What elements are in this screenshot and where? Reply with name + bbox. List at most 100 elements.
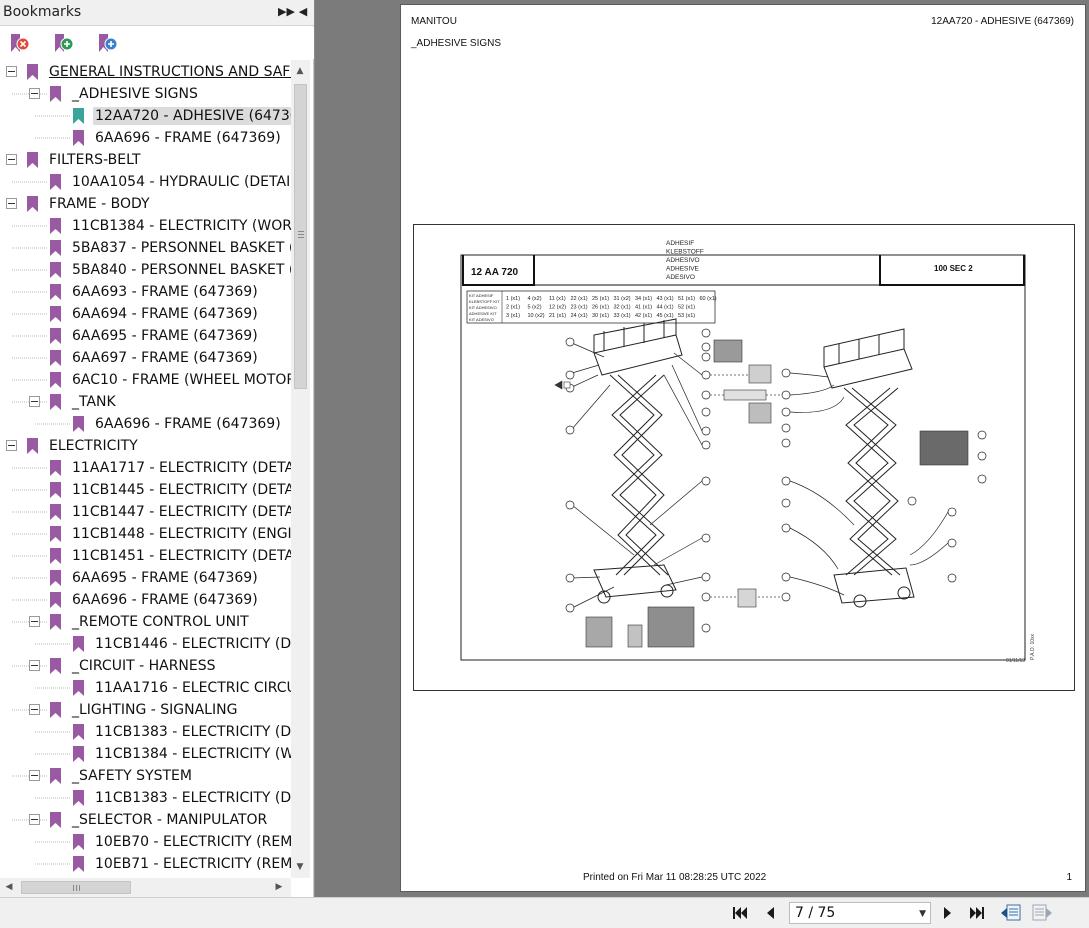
bookmark-icon[interactable] [49, 569, 62, 587]
bookmark-icon[interactable] [72, 129, 85, 147]
bookmark-icon[interactable] [72, 745, 85, 763]
bookmark-item[interactable]: 11AA1717 - ELECTRICITY (DETAIL) [0, 457, 291, 479]
bookmark-item[interactable]: _SAFETY SYSTEM [0, 765, 291, 787]
bookmark-icon[interactable] [72, 107, 85, 125]
bookmark-item[interactable]: 11CB1383 - ELECTRICITY (DETAIL) [0, 721, 291, 743]
bookmark-label[interactable]: _LIGHTING - SIGNALING [72, 702, 238, 718]
bookmark-label[interactable]: FRAME - BODY [49, 196, 150, 212]
bookmark-item[interactable]: 11CB1447 - ELECTRICITY (DETAIL) [0, 501, 291, 523]
bookmark-label[interactable]: 5BA840 - PERSONNEL BASKET (647369) [72, 262, 291, 278]
bookmark-icon[interactable] [72, 679, 85, 697]
bookmark-item[interactable]: _CIRCUIT - HARNESS [0, 655, 291, 677]
collapse-toggle-icon[interactable] [29, 704, 40, 715]
bookmark-icon[interactable] [49, 701, 62, 719]
bookmark-icon[interactable] [49, 591, 62, 609]
delete-bookmark-icon[interactable] [9, 33, 31, 55]
collapse-toggle-icon[interactable] [6, 198, 17, 209]
scroll-down-arrow-icon[interactable]: ▼ [296, 862, 304, 872]
bookmark-icon[interactable] [49, 371, 62, 389]
bookmark-item[interactable]: 10EB70 - ELECTRICITY (REMOTE) [0, 831, 291, 853]
bookmark-icon[interactable] [49, 811, 62, 829]
bookmark-icon[interactable] [72, 635, 85, 653]
bookmarks-vertical-scrollbar[interactable]: ▲ ▼ [291, 60, 310, 878]
bookmark-item[interactable]: 6AA696 - FRAME (647369) [0, 413, 291, 435]
bookmark-label[interactable]: 11CB1383 - ELECTRICITY (DETAIL) [95, 790, 291, 806]
collapse-toggle-icon[interactable] [29, 616, 40, 627]
bookmark-item[interactable]: 11CB1451 - ELECTRICITY (DETAIL) [0, 545, 291, 567]
chevron-down-icon[interactable]: ▼ [919, 909, 926, 919]
bookmark-item[interactable]: 10AA1054 - HYDRAULIC (DETAIL) [0, 171, 291, 193]
new-bookmark-icon[interactable] [53, 33, 75, 55]
bookmark-label[interactable]: 10AA1054 - HYDRAULIC (DETAIL) [72, 174, 291, 190]
bookmark-item[interactable]: 5BA840 - PERSONNEL BASKET (647369) [0, 259, 291, 281]
bookmark-label[interactable]: GENERAL INSTRUCTIONS AND SAFETY [49, 64, 291, 80]
bookmark-label[interactable]: 6AA695 - FRAME (647369) [72, 328, 258, 344]
bookmark-icon[interactable] [49, 305, 62, 323]
bookmark-label[interactable]: 10EB70 - ELECTRICITY (REMOTE) [95, 834, 291, 850]
bookmark-icon[interactable] [72, 415, 85, 433]
bookmark-item[interactable]: 11CB1445 - ELECTRICITY (DETAIL) [0, 479, 291, 501]
bookmark-label[interactable]: 6AA693 - FRAME (647369) [72, 284, 258, 300]
bookmark-icon[interactable] [26, 195, 39, 213]
bookmark-icon[interactable] [26, 63, 39, 81]
last-page-button[interactable] [968, 904, 986, 922]
bookmark-icon[interactable] [49, 173, 62, 191]
collapse-toggle-icon[interactable] [29, 814, 40, 825]
bookmark-label[interactable]: 10EB71 - ELECTRICITY (REMOTE) [95, 856, 291, 872]
bookmark-item[interactable]: 12AA720 - ADHESIVE (647369) [0, 105, 291, 127]
bookmark-label[interactable]: 6AA696 - FRAME (647369) [95, 130, 281, 146]
collapse-toggle-icon[interactable] [6, 440, 17, 451]
bookmark-item[interactable]: 6AC10 - FRAME (WHEEL MOTOR) [0, 369, 291, 391]
bookmark-icon[interactable] [49, 327, 62, 345]
bookmark-icon[interactable] [26, 151, 39, 169]
bookmark-label[interactable]: 11CB1448 - ELECTRICITY (ENGINE) [72, 526, 291, 542]
bookmark-icon[interactable] [49, 503, 62, 521]
bookmark-label[interactable]: 11CB1383 - ELECTRICITY (DETAIL) [95, 724, 291, 740]
collapse-toggle-icon[interactable] [29, 660, 40, 671]
expand-all-icon[interactable]: ▶▶ [278, 5, 295, 18]
page-number-field[interactable]: 7 / 75 ▼ [789, 902, 931, 924]
expand-bookmark-icon[interactable] [97, 33, 119, 55]
bookmark-item[interactable]: 11CB1384 - ELECTRICITY (WORK) [0, 743, 291, 765]
bookmark-item[interactable]: _REMOTE CONTROL UNIT [0, 611, 291, 633]
bookmark-icon[interactable] [49, 547, 62, 565]
next-view-icon[interactable] [1031, 903, 1053, 923]
bookmark-icon[interactable] [49, 239, 62, 257]
bookmark-icon[interactable] [26, 437, 39, 455]
bookmark-item[interactable]: _SELECTOR - MANIPULATOR [0, 809, 291, 831]
bookmark-label[interactable]: 11CB1451 - ELECTRICITY (DETAIL) [72, 548, 291, 564]
bookmark-label[interactable]: 6AA696 - FRAME (647369) [72, 592, 258, 608]
collapse-toggle-icon[interactable] [6, 66, 17, 77]
next-page-button[interactable] [938, 904, 956, 922]
bookmark-icon[interactable] [72, 723, 85, 741]
bookmark-label[interactable]: _SAFETY SYSTEM [72, 768, 192, 784]
bookmark-icon[interactable] [72, 833, 85, 851]
collapse-toggle-icon[interactable] [29, 770, 40, 781]
bookmark-label[interactable]: 12AA720 - ADHESIVE (647369) [93, 107, 291, 125]
bookmark-label[interactable]: 6AA696 - FRAME (647369) [95, 416, 281, 432]
horizontal-scroll-thumb[interactable] [21, 881, 131, 894]
bookmark-label[interactable]: 6AC10 - FRAME (WHEEL MOTOR) [72, 372, 291, 388]
bookmark-item[interactable]: FRAME - BODY [0, 193, 291, 215]
bookmark-item[interactable]: _TANK [0, 391, 291, 413]
vertical-scroll-thumb[interactable] [294, 84, 307, 389]
bookmark-label[interactable]: 11CB1384 - ELECTRICITY (WORK) [95, 746, 291, 762]
bookmark-item[interactable]: 11CB1446 - ELECTRICITY (DETAIL) [0, 633, 291, 655]
bookmark-label[interactable]: 6AA697 - FRAME (647369) [72, 350, 258, 366]
bookmark-icon[interactable] [49, 217, 62, 235]
bookmark-item[interactable]: _LIGHTING - SIGNALING [0, 699, 291, 721]
bookmark-label[interactable]: 11AA1716 - ELECTRIC CIRCUIT [95, 680, 291, 696]
bookmark-label[interactable]: _SELECTOR - MANIPULATOR [72, 812, 268, 828]
collapse-panel-icon[interactable]: ◀ [298, 5, 308, 18]
bookmark-item[interactable]: 6AA694 - FRAME (647369) [0, 303, 291, 325]
bookmark-label[interactable]: 11CB1445 - ELECTRICITY (DETAIL) [72, 482, 291, 498]
first-page-button[interactable] [731, 904, 749, 922]
bookmark-item[interactable]: _ADHESIVE SIGNS [0, 83, 291, 105]
bookmark-label[interactable]: _REMOTE CONTROL UNIT [72, 614, 249, 630]
bookmark-icon[interactable] [49, 393, 62, 411]
bookmark-label[interactable]: 11CB1447 - ELECTRICITY (DETAIL) [72, 504, 291, 520]
bookmark-item[interactable]: GENERAL INSTRUCTIONS AND SAFETY [0, 61, 291, 83]
bookmark-label[interactable]: 6AA694 - FRAME (647369) [72, 306, 258, 322]
bookmark-item[interactable]: 5BA837 - PERSONNEL BASKET (647369) [0, 237, 291, 259]
bookmark-label[interactable]: _CIRCUIT - HARNESS [72, 658, 216, 674]
